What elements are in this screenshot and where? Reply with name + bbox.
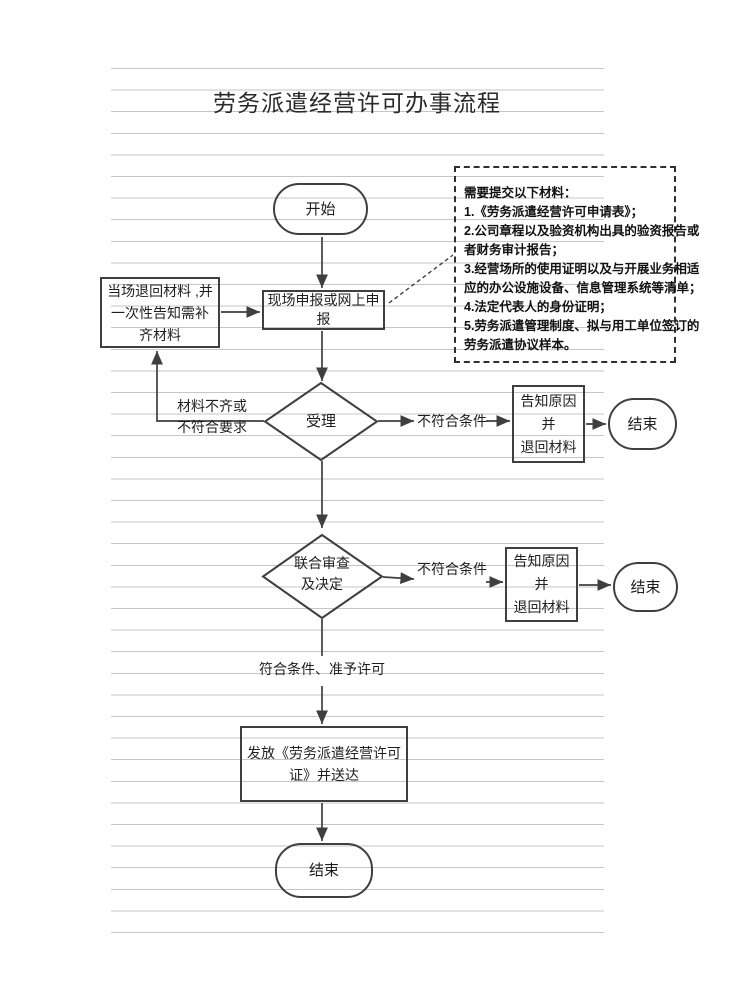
edge-label-line: 不符合要求	[177, 419, 247, 435]
edge-label-not-qualified-1: 不符合条件	[417, 413, 487, 429]
materials-note: 需要提交以下材料： 1.《劳务派遣经营许可申请表》； 2.公司章程以及验资机构出…	[454, 166, 702, 363]
note-line: 2.公司章程以及验资机构出具的验资报告或	[464, 224, 700, 238]
note-line: 1.《劳务派遣经营许可申请表》；	[464, 205, 644, 219]
edge-label-qualified: 符合条件、准予许可	[259, 661, 385, 677]
node-end1-label: 结束	[627, 415, 658, 433]
node-issue-line: 发放《劳务派遣经营许可	[247, 745, 401, 761]
note-line: 应的办公设施设备、信息管理系统等清单；	[464, 281, 702, 295]
note-line: 者财务审计报告；	[464, 243, 565, 257]
decision-review-label: 联合审查 及决定	[272, 553, 372, 595]
node-notify2-line: 告知原因并	[513, 553, 570, 592]
node-notify1-line: 告知原因并	[520, 392, 577, 432]
node-apply-line: 现场申报或网上申	[267, 292, 380, 308]
note-line: 3.经营场所的使用证明以及与开展业务相适	[464, 262, 700, 276]
node-notify-return-2: 告知原因并 退回材料	[505, 547, 578, 622]
note-line: 劳务派遣协议样本。	[464, 338, 577, 352]
node-notify1-line: 退回材料	[520, 438, 577, 455]
node-end-1: 结束	[608, 398, 677, 450]
node-start: 开始	[273, 183, 368, 235]
edge-label-not-qualified-2: 不符合条件	[417, 561, 487, 577]
decision-review-line: 及决定	[301, 576, 343, 592]
note-line: 需要提交以下材料：	[464, 186, 577, 200]
node-apply-line: 报	[316, 311, 331, 327]
note-line: 4.法定代表人的身份证明；	[464, 300, 612, 314]
edge-label-line: 材料不齐或	[177, 398, 247, 414]
node-end-3: 结束	[275, 843, 373, 898]
node-end-2: 结束	[613, 562, 678, 612]
node-end3-label: 结束	[308, 862, 339, 879]
node-end2-label: 结束	[630, 578, 661, 596]
page-title: 劳务派遣经营许可办事流程	[213, 90, 501, 116]
node-return-line: 一次性告知需补	[111, 304, 209, 321]
node-issue-license: 发放《劳务派遣经营许可 证》并送达	[240, 726, 408, 802]
node-apply: 现场申报或网上申 报	[262, 290, 385, 330]
node-notify-return-1: 告知原因并 退回材料	[512, 385, 585, 463]
node-issue-line: 证》并送达	[289, 767, 359, 783]
node-start-label: 开始	[305, 200, 336, 218]
edge-label-incomplete: 材料不齐或 不符合要求	[170, 396, 254, 438]
decision-accept-label: 受理	[305, 413, 336, 430]
node-return-line: 齐材料	[139, 326, 181, 343]
decision-review-line: 联合审查	[294, 555, 350, 571]
note-line: 5.劳务派遣管理制度、拟与用工单位签订的	[464, 319, 700, 333]
node-notify2-line: 退回材料	[513, 599, 570, 615]
node-return-line: 当场退回材料 ,并	[107, 282, 213, 299]
node-return-materials: 当场退回材料 ,并 一次性告知需补 齐材料	[100, 277, 220, 348]
